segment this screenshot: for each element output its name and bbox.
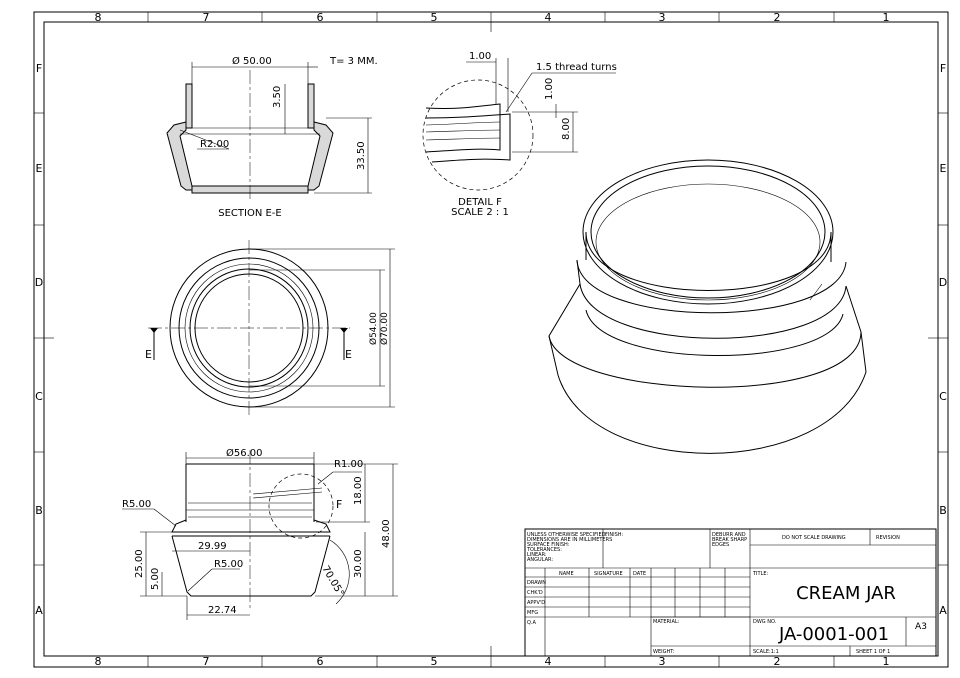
zone-col-7-bottom: 7: [203, 655, 210, 668]
material-label: MATERIAL:: [653, 619, 680, 625]
isometric-view: [548, 159, 867, 454]
front-view: F Ø56.00 R1.00 18.00 30.00 48.00 R5.00 2…: [122, 447, 398, 620]
zone-row-b-left: B: [35, 504, 43, 517]
zone-row-f-right: F: [940, 62, 946, 75]
dim-front-h-thread: 18.00: [353, 476, 364, 505]
tolerance-note-3: SURFACE FINISH:: [527, 542, 570, 548]
dwg-label: DWG NO.: [753, 619, 777, 625]
dim-front-r-inner: R5.00: [214, 559, 243, 570]
col-signature: SIGNATURE: [594, 571, 623, 577]
dim-front-angle: 70.05°: [319, 564, 345, 599]
dim-front-diameter: Ø56.00: [226, 447, 263, 459]
tolerance-note-5: LINEAR:: [527, 552, 547, 558]
row-appvd: APPV'D: [527, 600, 545, 606]
zone-col-5-top: 5: [431, 11, 438, 24]
zone-row-a-left: A: [35, 604, 43, 617]
row-mfg: MFG: [527, 610, 538, 616]
section-view-e-e: Ø 50.00 T= 3 MM. 3.50 R2.00 33.50 SECTIO…: [166, 55, 378, 219]
zone-row-c-left: C: [35, 390, 43, 403]
dim-detail-small: 1.00: [544, 78, 555, 100]
detail-view-f: 1.00 1.5 thread turns 1.00 8.00 DETAIL F…: [422, 51, 617, 218]
sheet-border: 8 7 6 5 4 3 2 1 8 7 6 5 4 3 2 1 F E D C …: [33, 11, 949, 668]
weight-label: WEIGHT:: [653, 649, 675, 655]
zone-col-4-top: 4: [545, 11, 552, 24]
detail-scale-caption: SCALE 2 : 1: [451, 207, 509, 218]
zone-row-d-right: D: [939, 276, 947, 289]
zone-row-b-right: B: [939, 504, 947, 517]
deburr-note-1: DEBURR AND: [712, 532, 746, 538]
dim-front-width2: 22.74: [208, 605, 237, 616]
detail-mark-f: F: [336, 498, 342, 511]
row-drawn: DRAWN: [527, 580, 546, 586]
deburr-note-3: EDGES: [712, 542, 729, 548]
dim-front-width1: 29.99: [198, 541, 227, 552]
tolerance-note-1: UNLESS OTHERWISE SPECIFIED:: [527, 532, 607, 538]
finish-label: FINISH:: [605, 532, 623, 538]
zone-col-2-bottom: 2: [774, 655, 781, 668]
title-label: TITLE:: [752, 571, 769, 577]
revision-label: REVISION: [876, 535, 900, 541]
deburr-note-2: BREAK SHARP: [712, 537, 747, 543]
drawing-title: CREAM JAR: [796, 583, 896, 604]
dim-top-inner-diameter: Ø54.00: [368, 312, 379, 345]
zone-row-c-right: C: [939, 390, 947, 403]
drawing-number: JA-0001-001: [778, 624, 889, 645]
zone-row-a-right: A: [939, 604, 947, 617]
zone-row-e-right: E: [940, 162, 947, 175]
dim-top-outer-diameter: Ø70.00: [379, 312, 390, 345]
dim-detail-height: 8.00: [561, 118, 572, 140]
row-chkd: CHK'D: [527, 590, 543, 596]
zone-col-1-bottom: 1: [883, 655, 890, 668]
zone-col-7-top: 7: [203, 11, 210, 24]
section-mark-left: E: [145, 348, 152, 361]
no-scale-note: DO NOT SCALE DRAWING: [782, 535, 846, 541]
zone-row-d-left: D: [35, 276, 43, 289]
top-view: E E Ø54.00 Ø70.00: [145, 240, 395, 415]
dim-front-r-left: R5.00: [122, 499, 151, 510]
zone-col-6-bottom: 6: [317, 655, 324, 668]
tolerance-note-6: ANGULAR:: [527, 557, 553, 563]
zone-col-4-bottom: 4: [545, 655, 552, 668]
zone-col-3-bottom: 3: [659, 655, 666, 668]
dim-section-radius: R2.00: [200, 139, 229, 150]
zone-col-3-top: 3: [659, 11, 666, 24]
col-date: DATE: [633, 571, 646, 577]
tolerance-note-4: TOLERANCES:: [526, 547, 562, 553]
dim-front-h-left2: 5.00: [150, 568, 161, 590]
title-block: UNLESS OTHERWISE SPECIFIED: DIMENSIONS A…: [524, 528, 937, 657]
scale-label: SCALE:1:1: [753, 649, 779, 655]
dim-section-h2: 33.50: [356, 141, 367, 170]
dim-front-h-total: 48.00: [381, 519, 392, 548]
section-caption: SECTION E-E: [218, 208, 281, 219]
dim-section-diameter: Ø 50.00: [232, 55, 272, 67]
dim-front-h-left1: 25.00: [134, 549, 145, 578]
detail-thread-note: 1.5 thread turns: [536, 62, 617, 73]
dim-section-h1: 3.50: [272, 86, 283, 108]
sheet-size: A3: [915, 622, 927, 632]
zone-col-5-bottom: 5: [431, 655, 438, 668]
section-mark-right: E: [345, 348, 352, 361]
dim-detail-top: 1.00: [469, 51, 491, 62]
col-name: NAME: [559, 571, 574, 577]
sheet-label: SHEET 1 OF 1: [856, 649, 890, 655]
zone-col-1-top: 1: [883, 11, 890, 24]
dim-front-r-top: R1.00: [334, 459, 363, 470]
zone-row-f-left: F: [36, 62, 42, 75]
dim-front-h-body: 30.00: [353, 549, 364, 578]
row-qa: Q.A: [527, 620, 537, 626]
zone-row-e-left: E: [36, 162, 43, 175]
detail-caption: DETAIL F: [458, 197, 502, 208]
dim-section-thickness: T= 3 MM.: [329, 56, 378, 67]
zone-col-6-top: 6: [317, 11, 324, 24]
zone-col-2-top: 2: [774, 11, 781, 24]
tolerance-note-2: DIMENSIONS ARE IN MILLIMETERS: [527, 537, 612, 543]
zone-col-8-bottom: 8: [95, 655, 102, 668]
zone-col-8-top: 8: [95, 11, 102, 24]
